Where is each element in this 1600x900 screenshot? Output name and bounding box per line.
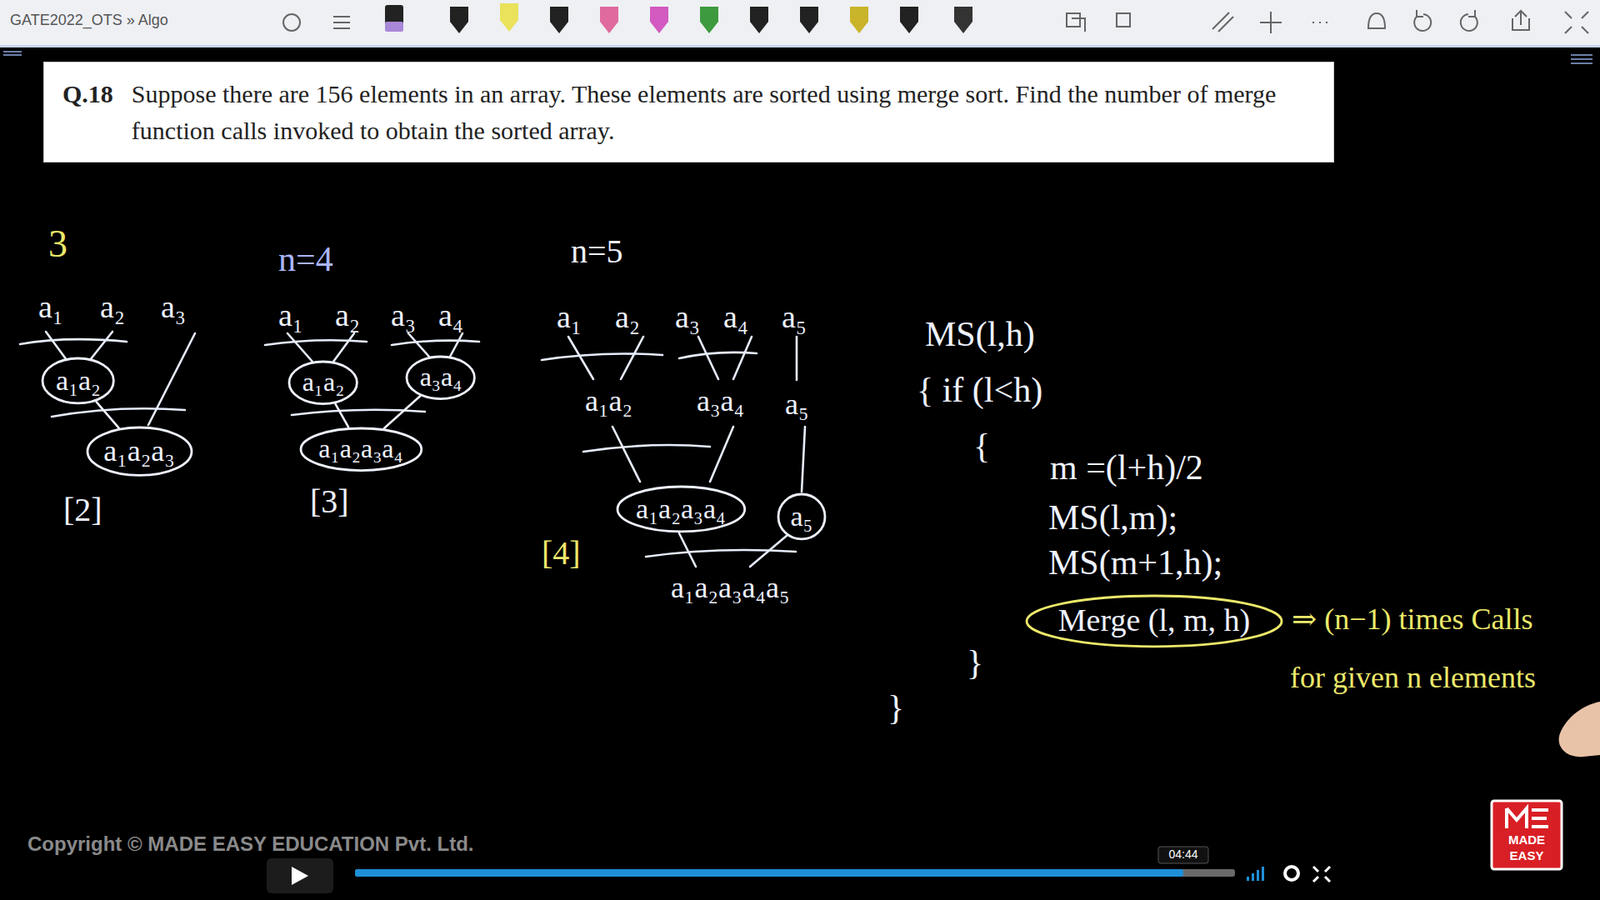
merged-run-ellipse: a₃a₄ — [405, 355, 476, 401]
question-text: Suppose there are 156 elements in an arr… — [131, 75, 1315, 149]
question-box: Q.18 Suppose there are 156 elements in an… — [44, 62, 1334, 162]
node-text: a₃a₄ — [420, 362, 463, 392]
case-number: 3 — [48, 223, 68, 266]
element: a₃ — [160, 290, 186, 325]
case-size: n=4 — [278, 240, 334, 279]
merged-run-ellipse: a₁a₂a₃a₄ — [299, 426, 424, 473]
node-text: Merge (l, m, h) — [1058, 603, 1250, 639]
case-size: n=5 — [570, 233, 624, 270]
merged-run-ellipse: a₁a₂ — [287, 360, 359, 406]
logo-text: MADE — [1508, 833, 1545, 848]
toolbar — [0, 0, 1600, 45]
merged-run-ellipse: a₁a₂a₃ — [85, 425, 194, 477]
element: a₃ — [675, 300, 700, 335]
merge-call-ellipse: Merge (l, m, h) — [1025, 594, 1284, 649]
element: a₄ — [438, 298, 464, 334]
node-text: a₁a₂a₃ — [103, 435, 175, 469]
logo-text: EASY — [1510, 849, 1545, 864]
merge-stroke — [384, 395, 420, 429]
element: a₂ — [335, 298, 360, 334]
merged-run-ellipse: a₁a₂ — [40, 356, 115, 405]
code-line: { if (l<h) — [916, 370, 1043, 410]
toolbar-icons — [283, 10, 1589, 34]
sorted-array: a₁a₂a₃a₄a₅ — [670, 571, 790, 605]
code-line: MS(m+1,h); — [1048, 543, 1223, 582]
node-text: a₁a₂ — [55, 365, 101, 396]
merged-run-ellipse: a₁a₂a₃a₄ — [615, 485, 747, 534]
merge-count: [4] — [541, 535, 581, 572]
element: a₁ — [556, 300, 582, 335]
node-text: a₁a₂a₃a₄ — [635, 493, 726, 525]
breadcrumb: GATE2022_OTS » Algo — [10, 12, 169, 30]
note: for given n elements — [1290, 661, 1536, 695]
node-text: a₁a₂a₃a₄ — [318, 434, 403, 464]
question-number: Q.18 — [62, 75, 114, 113]
code-line: } — [887, 688, 905, 727]
toolbar-rule — [0, 45, 1600, 48]
element: a₁ — [38, 290, 64, 325]
time-tooltip: 04:44 — [1168, 848, 1198, 861]
merged-run: a₅ — [785, 388, 810, 422]
node-text: a₁a₂ — [302, 367, 345, 397]
merge-count: [2] — [63, 491, 103, 529]
element: a₂ — [100, 290, 125, 325]
merged-run: a₁a₂ — [585, 385, 633, 419]
merge-stroke — [335, 404, 349, 428]
node-text: a₅ — [790, 500, 814, 532]
presenter-hand — [1559, 701, 1600, 757]
element: a₅ — [781, 300, 807, 335]
merge-stroke — [96, 401, 120, 428]
merge-strokes — [20, 331, 805, 567]
side-handles — [3, 51, 1593, 64]
code-line: MS(l,m); — [1048, 498, 1178, 537]
element: a₁ — [278, 298, 304, 334]
code-line: m =(l+h)/2 — [1050, 448, 1204, 487]
element: a₂ — [615, 300, 640, 335]
element: a₃ — [390, 298, 416, 334]
element: a₄ — [723, 300, 749, 335]
merge-count: [3] — [310, 483, 350, 520]
made-easy-logo — [1491, 800, 1562, 870]
watermark: Copyright © MADE EASY EDUCATION Pvt. Ltd… — [27, 833, 474, 855]
note: ⇒ (n−1) times Calls — [1291, 603, 1533, 637]
merged-run: a₃a₄ — [696, 385, 745, 419]
code-line: } — [966, 643, 984, 682]
pen-icons — [385, 3, 973, 34]
merged-run-ellipse: a₅ — [776, 492, 827, 541]
code-line: MS(l,h) — [925, 315, 1035, 354]
code-line: { — [973, 426, 990, 465]
